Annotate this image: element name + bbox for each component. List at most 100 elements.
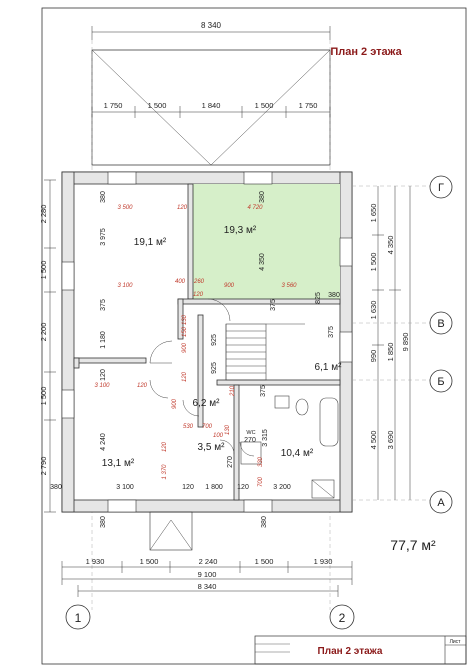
dim-bottom-total-axes: 8 340 [198, 582, 217, 591]
dim-270a: 270 [244, 437, 256, 444]
dim-380e: 380 [100, 516, 107, 528]
axis-row-markers: Г В Б А [429, 175, 453, 514]
staircase [225, 323, 305, 381]
rdim-530: 530 [183, 424, 194, 430]
dim-left-5: 2 790 [39, 457, 48, 476]
dim-380d: 380 [50, 484, 62, 491]
dim-right-overall: 9 890 [401, 333, 410, 352]
dim-120a: 120 [100, 369, 107, 381]
door-swings [149, 298, 255, 457]
dim-top-seg-5: 1 750 [299, 101, 318, 110]
axis-row-a-marker [429, 490, 453, 514]
dim-825: 825 [315, 292, 322, 304]
dim-3100: 3 100 [116, 484, 134, 491]
top-overall-dimension: 8 340 [91, 21, 331, 40]
dim-top-seg-4: 1 500 [255, 101, 274, 110]
dim-375c: 375 [328, 326, 335, 338]
sheet-label: Лист [450, 639, 462, 645]
rdim-100: 100 [213, 433, 224, 439]
axis-row-b-marker [429, 369, 453, 393]
dim-right-seg-3: 1 630 [369, 301, 378, 320]
rdim-130: 130 [182, 314, 188, 325]
dim-right-seg-4: 990 [369, 350, 378, 363]
rdim-130b: 130 [225, 424, 231, 435]
rdim-1370: 1 370 [162, 464, 168, 480]
axis-col-1-marker [65, 604, 91, 630]
interior-dims-red: 3 500 120 4 720 3 100 400 260 3 560 120 … [94, 205, 297, 487]
rdim-700: 700 [202, 424, 213, 430]
dim-bottom-seg-2: 1 500 [140, 557, 159, 566]
rdim-260: 260 [193, 279, 205, 285]
dim-right-mid-1: 4 350 [386, 236, 395, 255]
dim-3315: 3 315 [262, 429, 269, 447]
dim-left-2: 1 500 [39, 261, 48, 280]
dim-925a: 925 [211, 334, 218, 346]
dim-1800: 1 800 [205, 484, 223, 491]
dim-top-seg-3: 1 840 [202, 101, 221, 110]
room-bedroom1-area: 19,1 м² [134, 237, 167, 248]
rdim-120b: 120 [193, 292, 204, 298]
dim-3975: 3 975 [100, 228, 107, 246]
rdim-150: 150 [182, 326, 188, 337]
rdim-3500: 3 500 [117, 205, 133, 211]
axis-row-g: Г [438, 182, 444, 194]
sheet-frame [41, 7, 467, 665]
axis-col-2-marker [329, 604, 355, 630]
dim-top-seg-1: 1 750 [104, 101, 123, 110]
axis-column-markers: 1 2 [65, 604, 355, 630]
rdim-120d: 120 [182, 371, 188, 382]
rdim-120e: 120 [162, 441, 168, 452]
dim-120b: 120 [182, 484, 194, 491]
dim-right-seg-1: 1 650 [369, 204, 378, 223]
dim-top-overall: 8 340 [201, 21, 222, 30]
sink [274, 395, 290, 409]
dim-380a: 380 [100, 191, 107, 203]
bedroom2-highlight [193, 184, 340, 299]
dim-left-1: 2 280 [39, 205, 48, 224]
dim-right-seg-5: 4 500 [369, 431, 378, 450]
dim-380f: 380 [261, 516, 268, 528]
interior-dims-black: 380 380 3 975 4 350 375 375 825 380 1 18… [50, 191, 340, 528]
dim-bottom-seg-4: 1 500 [255, 557, 274, 566]
dim-4240: 4 240 [100, 433, 107, 451]
dim-bottom-seg-5: 1 930 [314, 557, 333, 566]
total-area: 77,7 м² [390, 537, 436, 553]
room-wc-area: 3,5 м² [198, 442, 226, 453]
room-bedroom3-area: 13,1 м² [102, 458, 135, 469]
dim-380b: 380 [259, 191, 266, 203]
dim-right-mid-3: 3 690 [386, 431, 395, 450]
dim-925b: 925 [211, 362, 218, 374]
rdim-3100b: 3 100 [94, 383, 110, 389]
axis-row-b: Б [437, 376, 444, 388]
rdim-210: 210 [230, 385, 236, 397]
title-block-title: План 2 этажа [318, 646, 383, 657]
dim-270b: 270 [227, 456, 234, 468]
rdim-330: 330 [258, 456, 264, 467]
dim-375d: 375 [260, 385, 267, 397]
dim-375b: 375 [270, 299, 277, 311]
interior-walls [73, 183, 341, 501]
axis-col-2: 2 [339, 611, 346, 625]
axis-row-v: В [437, 318, 444, 330]
dim-bottom-seg-3: 2 240 [199, 557, 218, 566]
dim-left-3: 2 200 [39, 323, 48, 342]
bathroom-fixtures: WC [240, 395, 339, 499]
shower-tray [311, 479, 335, 499]
room-bathroom-area: 10,4 м² [281, 448, 314, 459]
dim-bottom-seg-1: 1 930 [86, 557, 105, 566]
room-bedroom2-area: 19,3 м² [224, 225, 257, 236]
dim-1180: 1 180 [100, 331, 107, 349]
bathtub [319, 397, 339, 447]
bottom-dimensions: 1 930 1 500 2 240 1 500 1 930 9 100 8 34… [61, 557, 353, 597]
dim-right-seg-2: 1 500 [369, 253, 378, 272]
rdim-3560: 3 560 [281, 283, 297, 289]
windows [61, 171, 353, 513]
rdim-900c: 900 [172, 398, 178, 409]
dim-3200: 3 200 [273, 484, 291, 491]
rdim-4720: 4 720 [247, 205, 263, 211]
axis-row-v-marker [429, 311, 453, 335]
right-dimensions: 1 650 1 500 1 630 990 4 500 4 350 1 850 … [352, 185, 440, 501]
dim-right-mid-2: 1 850 [386, 343, 395, 362]
rdim-400: 400 [175, 279, 186, 285]
